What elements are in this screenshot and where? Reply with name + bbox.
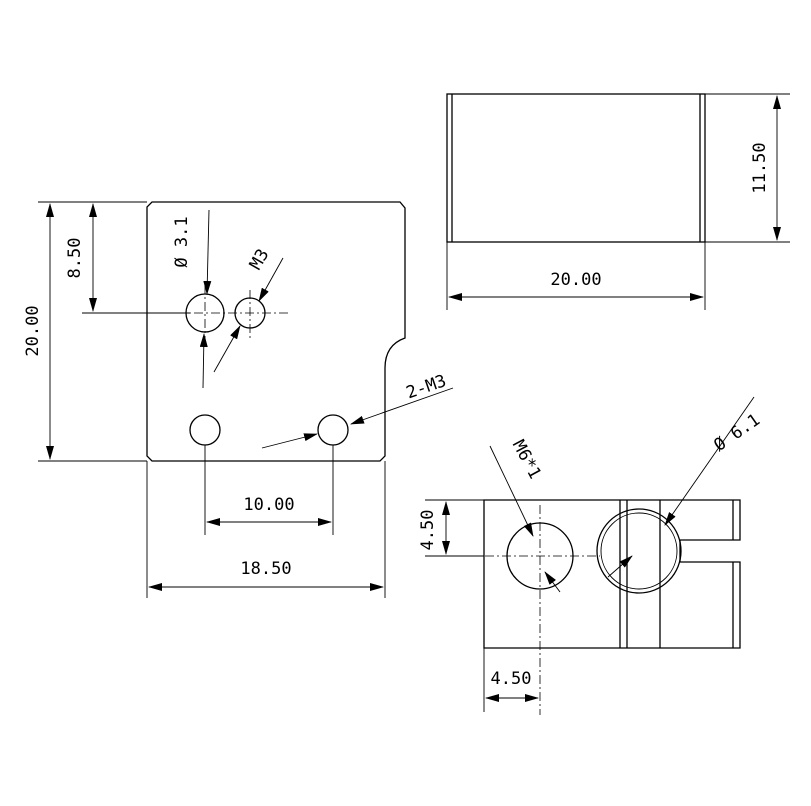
front-bottom-hole-right (317, 414, 349, 446)
dim-front-hole-dia: Ø 3.1 (172, 216, 192, 267)
dim-front-height-total: 20.00 (23, 305, 43, 356)
front-view-outline (146, 201, 406, 462)
dim-front-height-hole: 8.50 (65, 238, 85, 279)
dim-front-width: 18.50 (240, 559, 291, 579)
dim-front-two-threads: 2-M3 (404, 371, 449, 403)
side-view: 11.50 20.00 (446, 93, 790, 310)
side-view-outline (446, 93, 706, 243)
bottom-bore-6-1 (596, 508, 682, 594)
dim-bottom-offset: 4.50 (491, 669, 532, 689)
front-view: 20.00 8.50 Ø 3.1 M3 2-M3 10.00 18.50 (23, 201, 454, 598)
dim-front-hole-spacing: 10.00 (243, 495, 294, 515)
bottom-view: M6*1 Ø 6.1 4.50 4.50 (418, 396, 764, 715)
dim-bottom-thread: M6*1 (508, 437, 545, 483)
front-bottom-hole-left (189, 414, 221, 446)
dim-side-width: 20.00 (550, 270, 601, 290)
dim-side-height: 11.50 (750, 142, 770, 193)
dim-front-thread: M3 (246, 246, 274, 274)
dim-bottom-bore-dia: Ø 6.1 (710, 410, 763, 456)
dim-bottom-height: 4.50 (418, 510, 438, 551)
